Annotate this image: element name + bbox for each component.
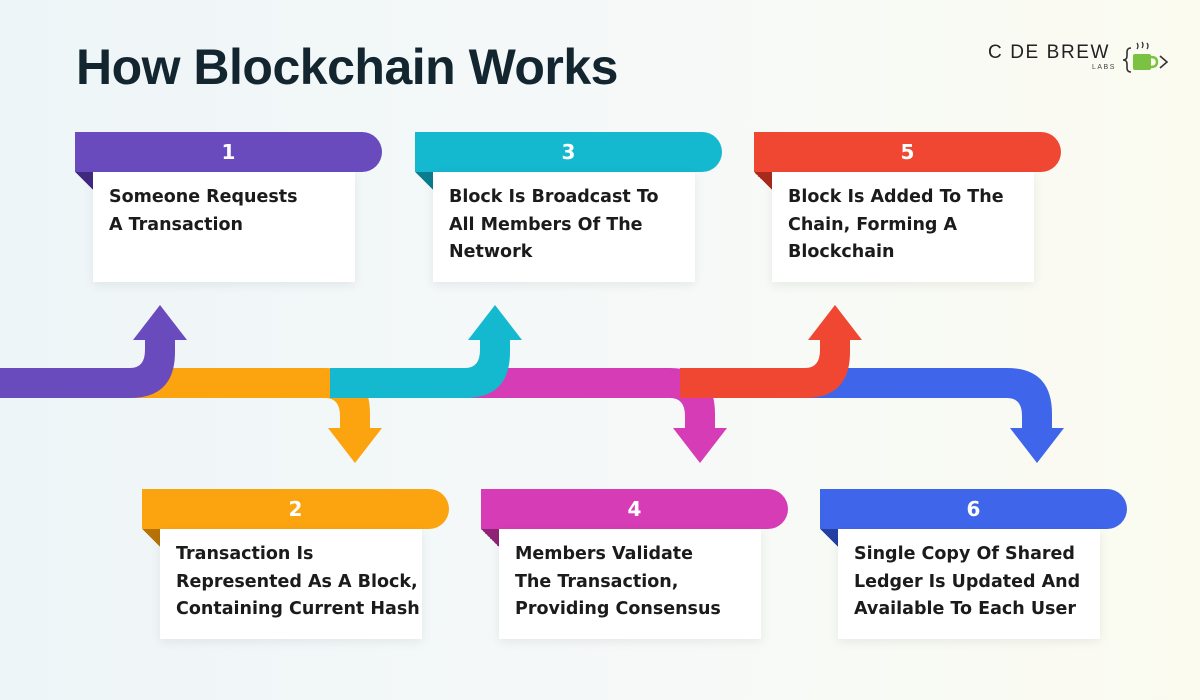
step-description: Block Is Added To The Chain, Forming A B…	[788, 187, 1004, 262]
step-card: Transaction Is Represented As A Block, C…	[160, 529, 422, 639]
step-tab-fold	[754, 172, 772, 190]
step-number: 3	[561, 140, 576, 164]
step-tab	[820, 489, 1127, 529]
step-tab-fold	[481, 529, 499, 547]
logo-subtext: LABS	[1092, 64, 1116, 71]
step-card: Single Copy Of Shared Ledger Is Updated …	[838, 529, 1100, 639]
step-tab	[75, 132, 382, 172]
coffee-cup-icon	[1122, 41, 1169, 73]
step-card: Block Is Broadcast To All Members Of The…	[433, 172, 695, 282]
step-card: Someone Requests A Transaction	[93, 172, 355, 282]
step-number: 6	[966, 497, 981, 521]
step-description: Someone Requests A Transaction	[109, 187, 298, 235]
company-logo: C DE BREW LABS	[988, 38, 1178, 78]
step-tab	[142, 489, 449, 529]
arrow-step-2	[120, 368, 382, 463]
step-number: 5	[900, 140, 915, 164]
step-tab	[415, 132, 722, 172]
step-card: Block Is Added To The Chain, Forming A B…	[772, 172, 1034, 282]
step-tab	[481, 489, 788, 529]
arrow-step-6	[800, 368, 1064, 463]
step-card: Members Validate The Transaction, Provid…	[499, 529, 761, 639]
step-description: Members Validate The Transaction, Provid…	[515, 544, 721, 619]
step-number: 4	[627, 497, 642, 521]
step-number: 1	[221, 140, 236, 164]
arrow-step-1	[0, 305, 187, 398]
page-title: How Blockchain Works	[76, 39, 618, 95]
step-tab-fold	[142, 529, 160, 547]
arrow-step-5	[680, 305, 862, 398]
step-description: Transaction Is Represented As A Block, C…	[176, 544, 420, 619]
logo-text: C DE BREW	[988, 42, 1111, 63]
step-description: Block Is Broadcast To All Members Of The…	[449, 187, 659, 262]
step-number: 2	[288, 497, 303, 521]
step-description: Single Copy Of Shared Ledger Is Updated …	[854, 544, 1081, 619]
step-tab-fold	[75, 172, 93, 190]
arrow-step-3	[330, 305, 522, 398]
step-tab-fold	[820, 529, 838, 547]
arrow-step-4	[460, 368, 727, 463]
step-tab	[754, 132, 1061, 172]
step-tab-fold	[415, 172, 433, 190]
